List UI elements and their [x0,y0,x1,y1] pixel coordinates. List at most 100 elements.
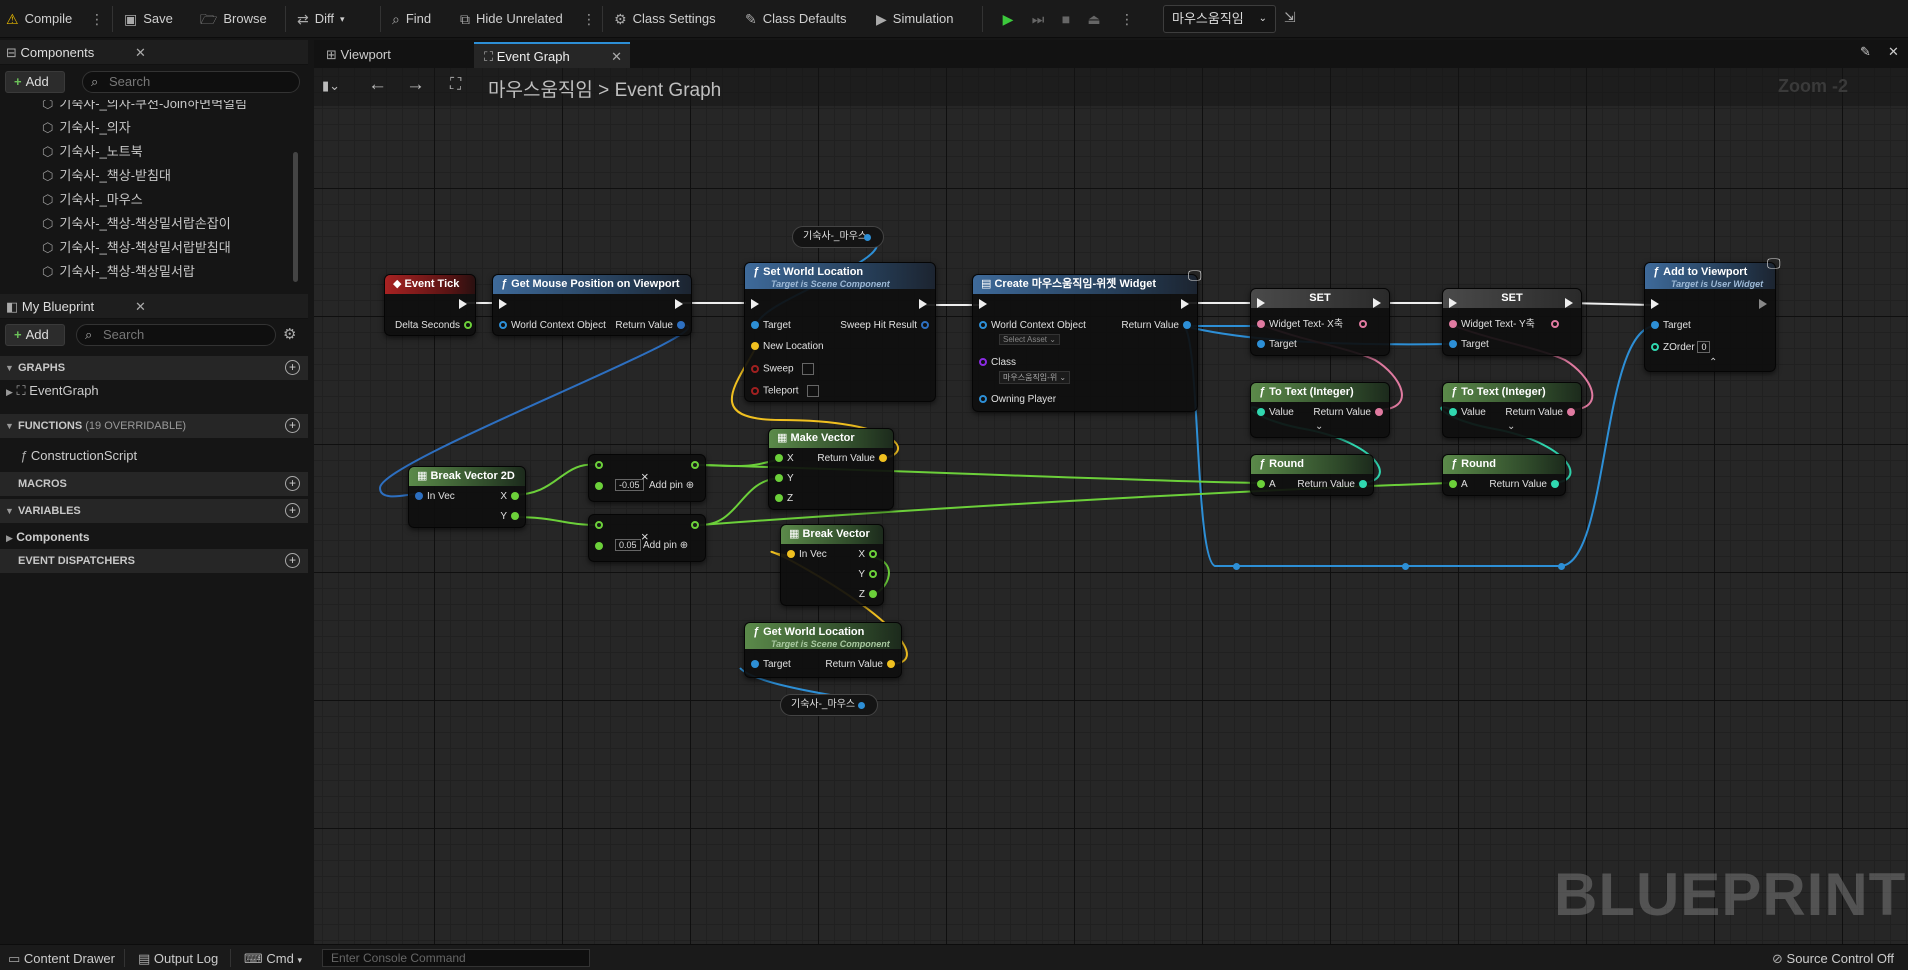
eject-icon[interactable]: ⏏ [1087,11,1101,27]
bookmark-icon[interactable]: ▮⌄ [322,78,341,93]
save-button[interactable]: ▣Save [124,8,173,30]
source-control-status[interactable]: ⊘ Source Control Off [1772,951,1894,966]
add-component-button[interactable]: +Add [5,71,65,93]
add-dispatcher-icon[interactable]: + [285,553,300,568]
construction-script-item[interactable]: ƒ ConstructionScript [20,448,138,463]
multiplier-input[interactable]: 0.05 [615,539,641,551]
add-pin-button[interactable]: Add pin ⊕ [649,480,695,491]
class-defaults-button[interactable]: ✎Class Defaults [745,8,847,30]
in-vec-pin[interactable]: In Vec [783,549,827,561]
output-log-button[interactable]: ▤ Output Log [138,951,219,966]
multiply-node[interactable]: × 0.05 Add pin ⊕ [588,514,706,562]
exec-pin-icon[interactable] [1651,299,1659,309]
widget-text-y-pin[interactable]: Widget Text- Y축 [1445,319,1563,331]
expand-arrow-icon[interactable]: ⌄ [1315,421,1324,432]
multiply-node[interactable]: × -0.05 Add pin ⊕ [588,454,706,502]
my-blueprint-search-input[interactable]: ⌕Search [76,324,276,346]
teleport-checkbox[interactable] [806,385,819,397]
exec-pin-icon[interactable] [499,299,507,309]
play-options-icon[interactable]: ⋮ [1120,11,1134,27]
tab-event-graph[interactable]: ⛶ Event Graph✕ [474,42,630,68]
z-pin[interactable]: Z [771,493,793,505]
stop-icon[interactable]: ■ [1061,11,1071,27]
target-pin[interactable]: Target [1647,320,1691,332]
float-pin-icon[interactable] [595,542,603,550]
play-icon[interactable]: ▶ [1002,11,1014,27]
target-pin[interactable]: Target [747,659,791,671]
add-variable-icon[interactable]: + [285,503,300,518]
sweep-checkbox[interactable] [801,363,814,375]
component-item[interactable]: ⬡기숙사-_책상-책상밑서랍손잡이 [42,216,231,231]
variable-get-node[interactable]: 기숙사-_마우스 [780,694,878,716]
return-value-pin[interactable]: Return Value [825,659,899,671]
compile-options-icon[interactable]: ⋮ [90,11,104,27]
add-graph-icon[interactable]: + [285,360,300,375]
forward-arrow-icon[interactable]: → [406,74,425,95]
component-item[interactable]: ⬡기숙사-_의자-쿠션-Join하면벽얼림 [42,100,247,114]
diff-button[interactable]: ⇄Diff▾ [297,8,345,30]
exec-pin-icon[interactable] [1373,298,1381,308]
add-pin-button[interactable]: Add pin ⊕ [643,540,689,551]
zorder-pin[interactable]: ZOrder 0 [1647,341,1711,354]
component-item[interactable]: ⬡기숙사-_책상-책상밑서랍 [42,264,195,279]
close-icon[interactable]: ✕ [1888,44,1899,59]
x-pin[interactable]: X [858,549,881,561]
exec-pin-icon[interactable] [751,299,759,309]
content-drawer-button[interactable]: ▭ Content Drawer [8,951,115,966]
y-pin[interactable]: Y [500,511,523,523]
settings-gear-icon[interactable]: ⚙ [283,326,297,343]
reroute-knot[interactable] [1402,563,1409,570]
class-settings-button[interactable]: ⚙Class Settings [614,8,716,30]
return-value-pin[interactable]: Return Value [1297,479,1371,491]
delta-seconds-pin[interactable]: Delta Seconds [395,320,476,332]
make-vector-node[interactable]: ▦ Make Vector X Return Value Y Z [768,428,894,510]
back-arrow-icon[interactable]: ← [368,74,387,95]
exec-pin-icon[interactable] [919,299,927,309]
exec-pin-icon[interactable] [675,299,683,309]
value-pin[interactable]: Value [1253,407,1294,419]
variables-section[interactable]: ▼VARIABLES+ [0,499,308,523]
set-widget-text-x-node[interactable]: SET Widget Text- X축 Target [1250,288,1390,356]
class-dropdown[interactable]: 마우스움직임-위 ⌄ [999,371,1071,384]
float-pin-icon[interactable] [595,461,603,469]
set-widget-text-y-node[interactable]: SET Widget Text- Y축 Target [1442,288,1582,356]
browse-button[interactable]: 🗁Browse [200,8,267,30]
close-icon[interactable]: ✕ [135,45,146,60]
hide-unrelated-options-icon[interactable]: ⋮ [582,11,596,27]
component-item[interactable]: ⬡기숙사-_의자 [42,120,131,135]
functions-section[interactable]: ▼FUNCTIONS (19 OVERRIDABLE)+ [0,414,308,438]
add-function-icon[interactable]: + [285,418,300,433]
return-value-pin[interactable]: Return Value [817,453,891,465]
exec-pin-icon[interactable] [459,299,467,309]
exec-pin-icon[interactable] [979,299,987,309]
console-command-input[interactable]: Enter Console Command [322,949,590,967]
x-pin[interactable]: X [500,491,523,503]
class-pin[interactable]: Class [975,357,1016,369]
event-dispatchers-section[interactable]: EVENT DISPATCHERS+ [0,549,308,573]
components-search-input[interactable]: ⌕Search [82,71,300,93]
float-pin-icon[interactable] [691,521,699,529]
return-value-pin[interactable]: Return Value [615,320,689,332]
zorder-input[interactable]: 0 [1697,341,1711,353]
debug-browse-icon[interactable]: ⇲ [1284,9,1296,25]
exec-pin-icon[interactable] [1257,298,1265,308]
find-button[interactable]: ⌕Find [392,8,431,30]
float-pin-icon[interactable] [691,461,699,469]
component-item[interactable]: ⬡기숙사-_마우스 [42,192,143,207]
select-asset-dropdown[interactable]: Select Asset ⌄ [999,334,1060,345]
macros-section[interactable]: MACROS+ [0,472,308,496]
components-tab[interactable]: ⊟ Components [6,45,95,60]
target-pin[interactable]: Target [1445,339,1489,351]
return-value-pin[interactable]: Return Value [1121,320,1195,332]
event-tick-node[interactable]: ◆ Event Tick Delta Seconds [384,274,476,336]
target-pin[interactable]: Target [1253,339,1297,351]
add-blueprint-item-button[interactable]: +Add [5,324,65,346]
variable-get-node[interactable]: 기숙사-_마우스 [792,226,884,248]
in-vec-pin[interactable]: In Vec [411,491,455,503]
simulation-button[interactable]: ▶Simulation [876,8,953,30]
